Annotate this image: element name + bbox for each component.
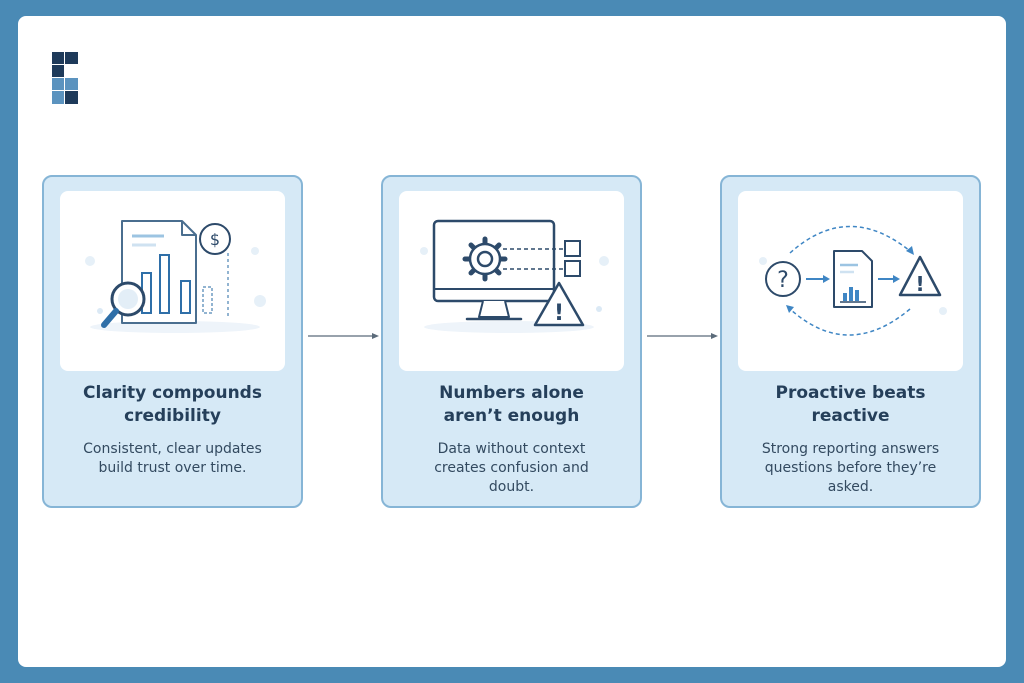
report-illustration: $ [60,191,285,371]
dollar-icon: $ [210,230,220,249]
flow-arrow-2 [647,333,718,339]
step-description: Strong reporting answers questions befor… [761,441,940,495]
step-description: Data without context creates confusion a… [434,441,589,495]
step-card-numbers: ! Numbers alone aren’t enough Data witho… [381,175,642,508]
step-title: Proactive beats reactive [775,383,926,426]
step-title: Numbers alone aren’t enough [439,383,584,426]
flow-arrow-1 [308,333,379,339]
step-title: Clarity compounds credibility [83,383,262,426]
monitor-illustration: ! [399,191,624,371]
cycle-illustration: ? ! [738,191,963,371]
gear-icon [462,236,508,282]
step-card-clarity: $ Clarity compounds credibility Consiste… [42,175,303,508]
warning-icon: ! [554,301,564,326]
step-description: Consistent, clear updates build trust ov… [83,441,262,476]
warning-icon: ! [915,272,924,296]
step-card-proactive: ? ! Proactive beats reactive Strong repo… [720,175,981,508]
question-icon: ? [777,268,789,293]
brand-logo [52,52,78,104]
